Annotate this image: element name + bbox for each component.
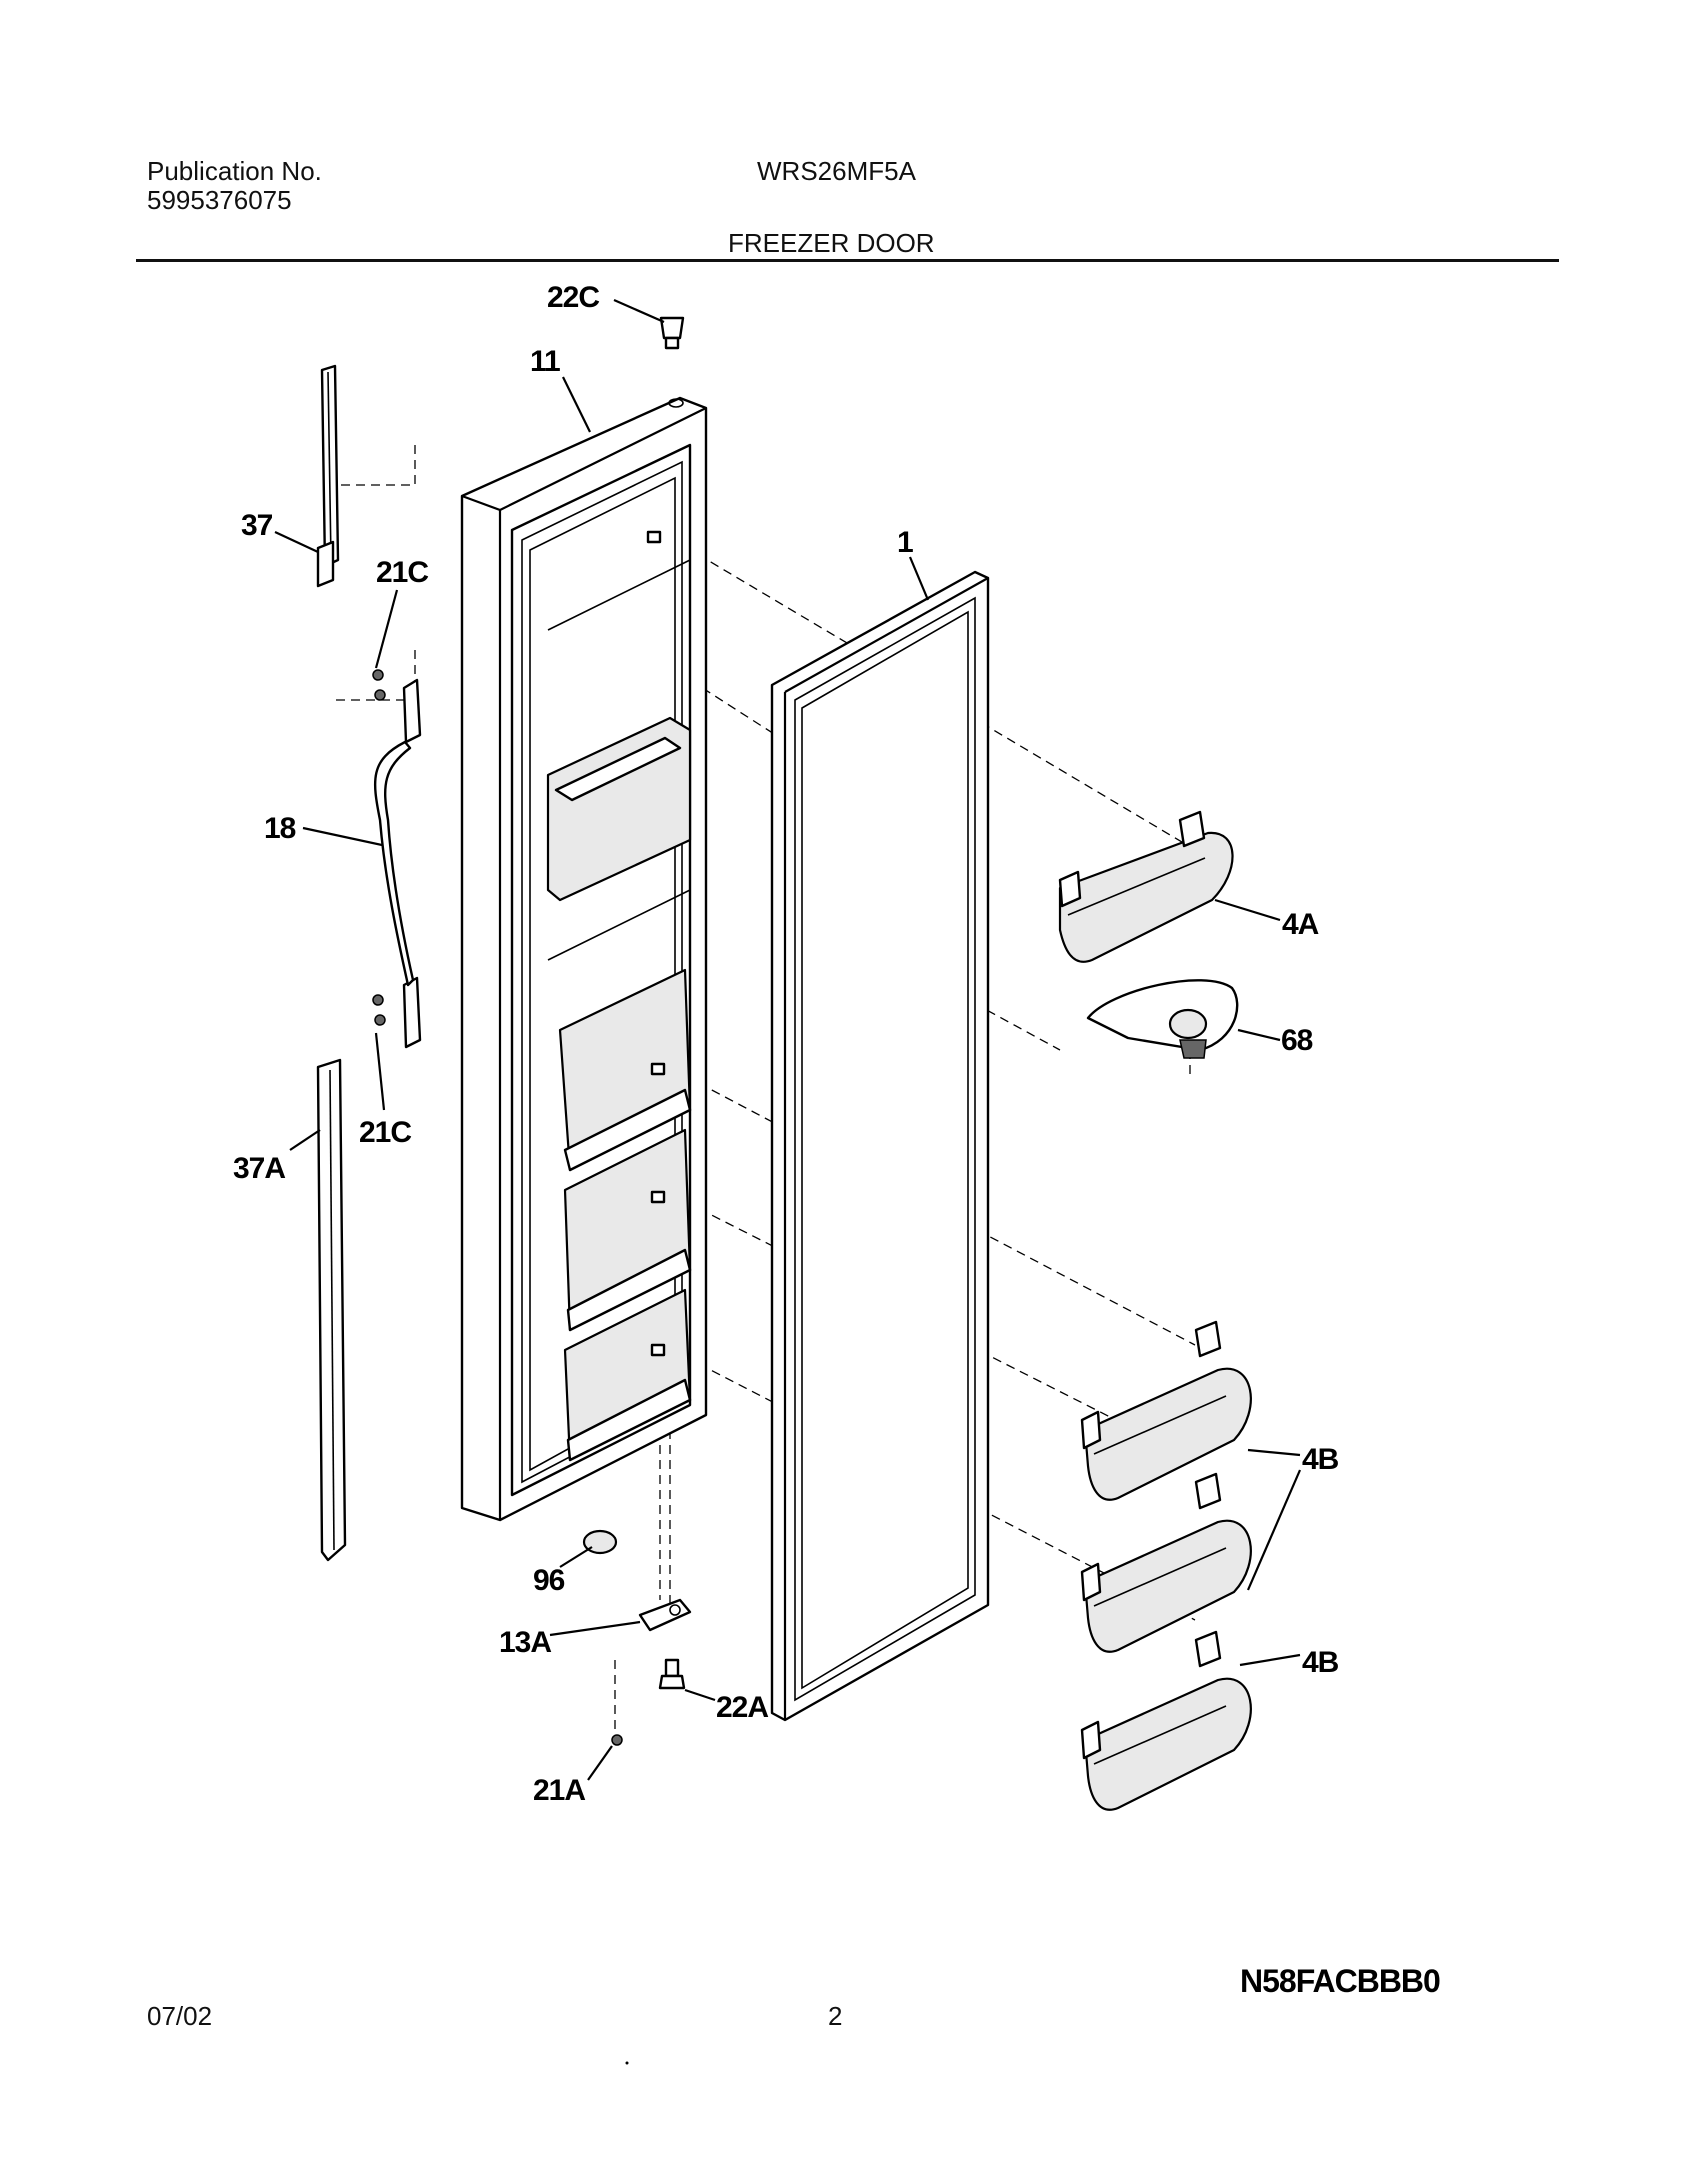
part-11-freezer-door [460, 396, 708, 1522]
callout-13a: 13A [499, 1626, 551, 1659]
publication-number: 5995376075 [147, 185, 292, 215]
part-4b-door-bin-1 [1080, 1320, 1252, 1501]
part-21c-screws [372, 669, 386, 1026]
part-4a-door-bin [1058, 810, 1234, 963]
part-37a-trim-strip [316, 1058, 347, 1562]
part-68-ice-funnel [1086, 979, 1239, 1059]
model-number: WRS26MF5A [757, 156, 916, 186]
part-1-door-gasket [770, 570, 990, 1722]
leader-lines [274, 298, 1302, 1781]
callout-4b-top: 4B [1302, 1443, 1339, 1476]
callout-labels: 22C 11 37 21C 1 18 4A 68 21C 37A 4B 96 1… [233, 281, 1340, 1807]
diagram-code: N58FACBBB0 [1240, 1963, 1440, 1999]
callout-21c-top: 21C [376, 556, 428, 589]
part-18-handle [373, 678, 422, 1049]
publication-label: Publication No. [147, 156, 322, 186]
part-37-trim-strip [316, 364, 340, 588]
callout-96: 96 [533, 1564, 565, 1597]
callout-4a: 4A [1282, 908, 1319, 941]
part-4b-door-bin-2 [1080, 1472, 1252, 1653]
callout-21a: 21A [533, 1774, 585, 1807]
callout-68: 68 [1281, 1024, 1313, 1057]
callout-37a: 37A [233, 1152, 285, 1185]
assembly-guide-lines [329, 440, 1196, 1735]
callout-22a: 22A [716, 1691, 768, 1724]
callout-1: 1 [897, 526, 913, 559]
callout-18: 18 [264, 812, 296, 845]
part-22a-bottom-pin [658, 1658, 686, 1690]
part-21a-screw [611, 1734, 623, 1746]
section-title: FREEZER DOOR [728, 228, 935, 258]
callout-37: 37 [241, 509, 273, 542]
callout-21c-bottom: 21C [359, 1116, 411, 1149]
callout-22c: 22C [547, 281, 599, 314]
page-number: 2 [828, 2001, 843, 2031]
footer-date: 07/02 [147, 2001, 213, 2031]
header-rule [136, 259, 1559, 262]
stray-dot [625, 2061, 629, 2065]
callout-11: 11 [530, 345, 560, 378]
part-22c-hinge-pin [659, 316, 685, 350]
part-13a-bottom-hinge [638, 1598, 692, 1632]
part-4b-door-bin-3 [1080, 1630, 1252, 1811]
callout-4b-bottom: 4B [1302, 1646, 1339, 1679]
